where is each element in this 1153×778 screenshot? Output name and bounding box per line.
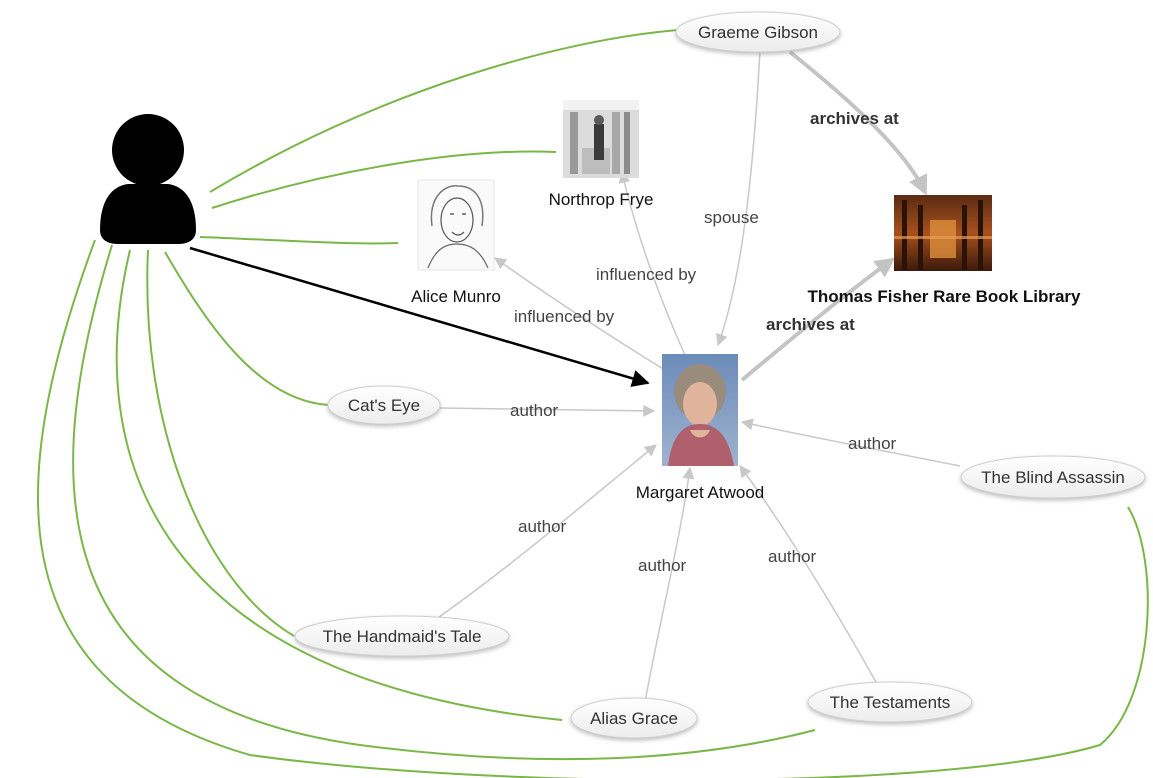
alias-grace-oval — [570, 697, 698, 739]
library-photo — [894, 195, 992, 271]
user-link-alias-grace — [115, 249, 563, 721]
testaments-oval — [807, 681, 973, 723]
edge-center-alice — [494, 257, 669, 373]
edge-center-library — [740, 257, 896, 382]
node-cats-eye[interactable]: Cat's Eye — [327, 385, 441, 425]
node-label-blind-assassin: The Blind Assassin — [981, 468, 1125, 487]
node-label-handmaids-tale: The Handmaid's Tale — [323, 627, 482, 646]
node-alice-munro[interactable]: Alice Munro — [411, 179, 501, 306]
edge-label-center-library: archives at — [766, 315, 855, 334]
user-link-graeme — [209, 29, 679, 193]
node-library[interactable]: Thomas Fisher Rare Book Library — [807, 195, 1081, 306]
user-link-alice — [199, 236, 399, 245]
user-links — [37, 29, 1149, 778]
edge-label-author-handmaids-tale: author — [518, 517, 567, 536]
edge-label-spouse: spouse — [704, 208, 759, 227]
northrop-frye-photo — [563, 100, 639, 178]
node-northrop-frye[interactable]: Northrop Frye — [549, 100, 654, 209]
node-label-northrop-frye: Northrop Frye — [549, 190, 654, 209]
margaret-atwood-photo — [662, 354, 738, 466]
edge-graeme-library — [788, 50, 928, 196]
edge-label-author-cats-eye: author — [510, 401, 559, 420]
user-link-testaments — [72, 244, 816, 761]
node-blind-assassin[interactable]: The Blind Assassin — [960, 455, 1146, 499]
edge-label-influenced-northrop: influenced by — [596, 265, 697, 284]
node-alias-grace[interactable]: Alias Grace — [570, 697, 698, 739]
edge-handmaids-tale-center — [431, 444, 657, 623]
node-graeme-gibson[interactable]: Graeme Gibson — [675, 11, 841, 53]
user-icon[interactable] — [100, 114, 196, 244]
node-label-alias-grace: Alias Grace — [590, 709, 678, 728]
user-link-handmaids-tale — [146, 249, 295, 637]
node-label-testaments: The Testaments — [830, 693, 951, 712]
node-handmaids-tale[interactable]: The Handmaid's Tale — [294, 615, 510, 657]
edge-cats-eye-center — [439, 404, 656, 417]
alice-munro-sketch — [417, 179, 495, 271]
node-testaments[interactable]: The Testaments — [807, 681, 973, 723]
edge-blind-assassin-center — [740, 418, 961, 467]
edge-labels: archives at archives at spouse influence… — [510, 109, 899, 575]
node-label-graeme-gibson: Graeme Gibson — [698, 23, 818, 42]
handmaids-tale-oval — [294, 615, 510, 657]
graeme-gibson-oval — [675, 11, 841, 53]
blind-assassin-oval — [960, 455, 1146, 499]
edge-center-northrop — [618, 170, 686, 356]
edge-label-influenced-alice: influenced by — [514, 307, 615, 326]
user-link-cats-eye — [164, 251, 329, 406]
relation-edges — [431, 49, 961, 703]
edge-testaments-center — [739, 465, 877, 683]
edge-label-graeme-library: archives at — [810, 109, 899, 128]
node-label-cats-eye: Cat's Eye — [348, 396, 420, 415]
user-focus-arrow — [189, 246, 650, 387]
edge-label-author-blind-assassin: author — [848, 434, 897, 453]
edge-label-author-testaments: author — [768, 547, 817, 566]
node-label-margaret-atwood: Margaret Atwood — [636, 483, 765, 502]
node-label-library: Thomas Fisher Rare Book Library — [807, 287, 1081, 306]
cats-eye-oval — [327, 385, 441, 425]
node-label-alice-munro: Alice Munro — [411, 287, 501, 306]
user-link-northrop — [211, 150, 557, 209]
node-margaret-atwood[interactable]: Margaret Atwood — [636, 354, 765, 502]
edge-alias-grace-center — [644, 466, 695, 703]
edge-label-author-alias-grace: author — [638, 556, 687, 575]
edge-graeme-center — [716, 49, 761, 347]
